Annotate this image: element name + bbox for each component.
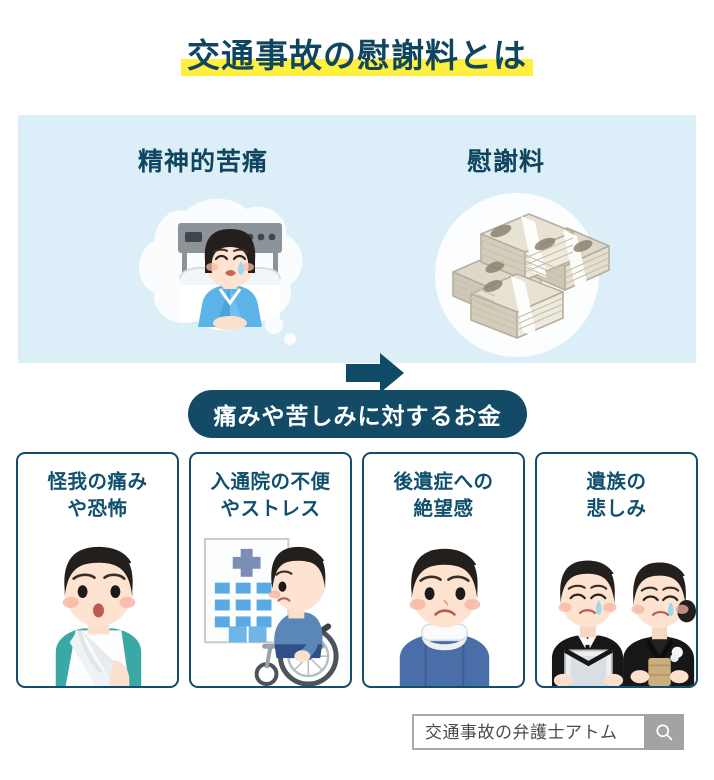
panel-label-compensation: 慰謝料 [467,148,546,176]
page-title: 交通事故の慰謝料とは [181,34,533,78]
page-title-container: 交通事故の慰謝料とは [0,34,714,78]
title-highlight [181,59,533,76]
status-badge: 痛みや苦しみに対するお金 [188,390,527,438]
search-bar[interactable]: 交通事故の弁護士アトム [412,714,684,750]
category-card-aftereffects-despair[interactable]: 後遺症への 絶望感 [362,452,525,688]
category-card-family-grief[interactable]: 遺族の 悲しみ [535,452,698,688]
compensation-illustration [417,190,617,360]
search-icon [656,724,673,741]
mental-suffering-illustration [124,193,324,353]
search-button[interactable] [644,714,684,750]
grieving-family-illustration [537,534,696,686]
category-card-hospital-stress[interactable]: 入通院の不便 やストレス [189,452,352,688]
search-input[interactable]: 交通事故の弁護士アトム [412,714,644,750]
injured-man-with-arm-sling-illustration [18,534,177,686]
man-with-neck-brace-illustration [364,534,523,686]
arrow-right-icon [344,350,406,396]
man-in-wheelchair-at-hospital-illustration [191,534,350,686]
page-title-text: 交通事故の慰謝料とは [187,37,527,74]
card-title: 怪我の痛み や恐怖 [47,471,148,520]
concept-panel: 精神的苦痛 慰謝料 [18,115,696,393]
category-card-injury-pain[interactable]: 怪我の痛み や恐怖 [16,452,179,688]
search-input-value: 交通事故の弁護士アトム [425,722,618,742]
card-title: 後遺症への 絶望感 [393,471,494,520]
panel-label-mental-suffering: 精神的苦痛 [138,148,269,176]
card-title: 入通院の不便 やストレス [210,471,331,520]
category-card-list: 怪我の痛み や恐怖 [16,452,698,688]
card-title: 遺族の 悲しみ [586,471,647,520]
